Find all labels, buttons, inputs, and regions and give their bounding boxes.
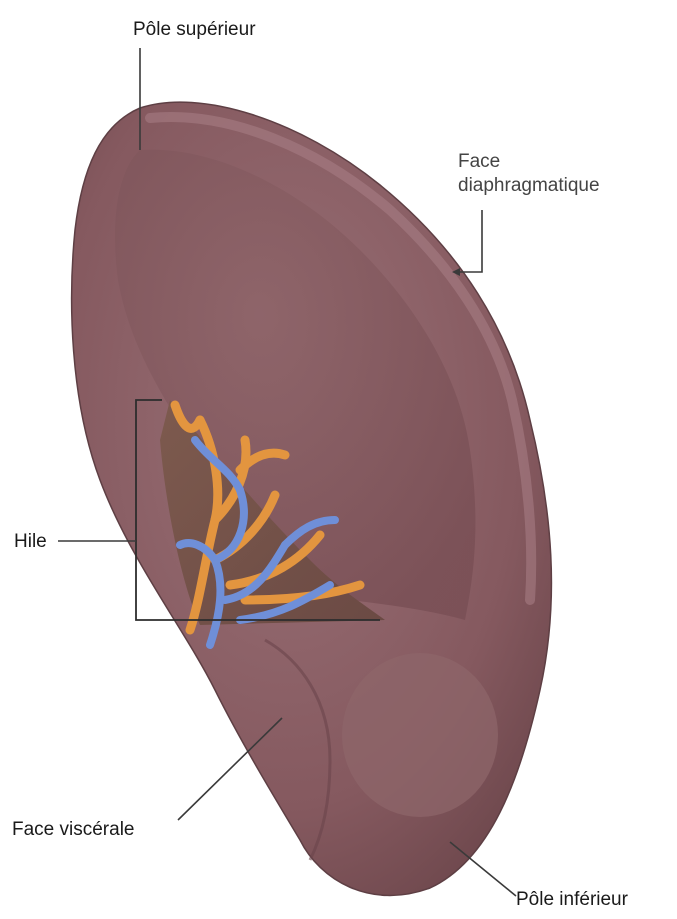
label-face-diaphragmatique: Face diaphragmatique bbox=[458, 150, 600, 198]
leader-pole-inferieur bbox=[450, 842, 516, 896]
label-pole-superieur: Pôle supérieur bbox=[133, 18, 256, 42]
leader-face-diaphragmatique bbox=[458, 210, 482, 272]
label-face-diaphragmatique-line1: Face bbox=[458, 150, 600, 174]
label-pole-inferieur: Pôle inférieur bbox=[516, 888, 628, 912]
label-face-diaphragmatique-line2: diaphragmatique bbox=[458, 174, 600, 198]
label-hile: Hile bbox=[14, 530, 47, 554]
inferior-pole-facet bbox=[342, 653, 498, 817]
label-face-viscerale: Face viscérale bbox=[12, 818, 135, 842]
